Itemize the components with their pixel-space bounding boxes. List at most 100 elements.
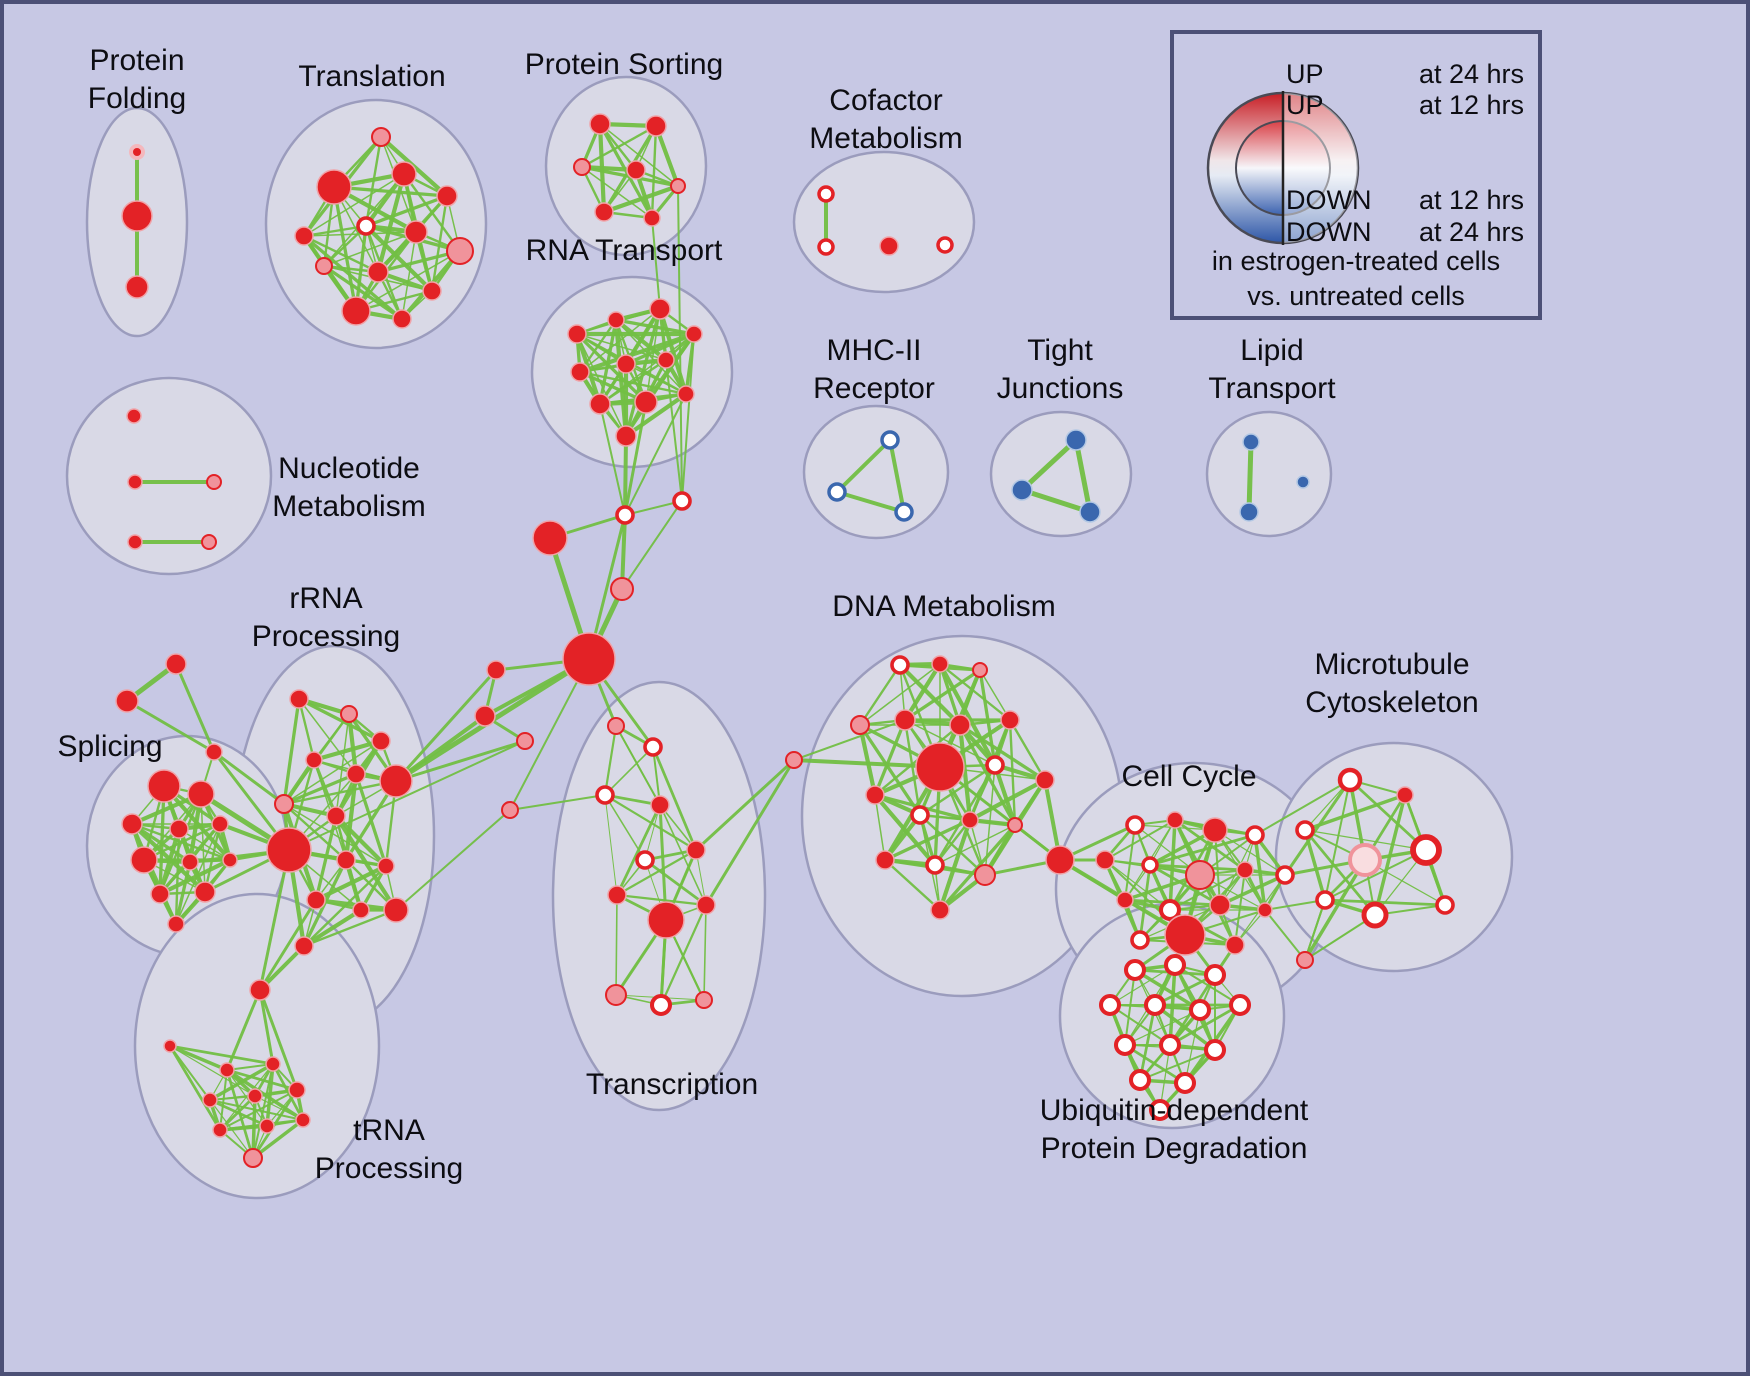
network-edge <box>1124 969 1136 1046</box>
network-edge <box>957 722 973 823</box>
network-node <box>404 220 428 244</box>
network-edge <box>601 183 681 215</box>
cluster-ellipse-mhc-ii-receptor <box>802 404 950 540</box>
network-edge <box>157 857 233 897</box>
network-node <box>532 520 568 556</box>
network-node <box>1188 998 1212 1022</box>
network-edge <box>1138 1003 1157 1082</box>
network-edge <box>657 306 689 397</box>
updown-color-scale-icon <box>1206 91 1360 245</box>
network-edge <box>978 668 997 767</box>
network-node <box>894 709 916 731</box>
legend-time-up-24: at 24 hrs <box>1418 59 1524 89</box>
network-node <box>567 324 587 344</box>
network-edge <box>311 738 384 763</box>
network-node <box>1185 860 1215 890</box>
network-node <box>1361 901 1389 929</box>
network-edge <box>897 662 963 728</box>
network-node <box>910 805 930 825</box>
network-node <box>165 653 187 675</box>
cluster-ellipse-trna-processing <box>133 892 381 1200</box>
network-node <box>1203 963 1227 987</box>
network-node <box>306 890 326 910</box>
network-node <box>1315 890 1335 910</box>
network-node <box>634 390 658 414</box>
network-edge <box>1254 779 1351 836</box>
network-node <box>1007 817 1023 833</box>
network-node <box>695 991 713 1009</box>
network-node <box>894 502 914 522</box>
network-edge <box>1323 898 1447 907</box>
network-edge <box>346 711 359 777</box>
network-edge <box>659 804 707 906</box>
legend-row-up-24: UP at 24 hrs <box>1286 59 1524 90</box>
network-edge <box>615 848 698 897</box>
network-node <box>1296 475 1310 489</box>
network-edge <box>904 719 996 766</box>
network-edge <box>297 697 383 743</box>
network-node <box>657 351 675 369</box>
network-edge <box>401 231 417 320</box>
network-node <box>265 1056 281 1072</box>
network-node <box>1158 1033 1182 1057</box>
network-edge <box>1124 1009 1201 1046</box>
network-edge <box>1304 914 1376 961</box>
network-edge <box>704 758 796 907</box>
network-edge <box>1168 1003 1242 1047</box>
network-edge <box>599 403 626 516</box>
network-edge <box>874 794 886 861</box>
network-edge <box>1104 819 1176 861</box>
network-edge <box>282 697 301 806</box>
network-node <box>187 780 215 808</box>
network-edge <box>643 858 708 907</box>
network-edge <box>283 740 382 805</box>
network-node <box>1141 856 1159 874</box>
network-node <box>605 984 627 1006</box>
network-edge <box>578 318 618 374</box>
network-node <box>169 819 189 839</box>
network-edge <box>793 719 906 761</box>
cluster-ellipse-protein-sorting <box>544 75 708 257</box>
legend: UP at 24 hrs UP at 12 hrs DOWN at 12 hrs… <box>1170 30 1542 320</box>
network-edge <box>212 750 286 806</box>
network-node <box>1163 953 1187 977</box>
network-edge <box>858 723 922 817</box>
network-node <box>607 885 627 905</box>
network-edge <box>615 893 708 907</box>
network-edge <box>298 698 357 775</box>
network-node <box>890 655 910 675</box>
network-node <box>1143 993 1167 1017</box>
network-edge <box>208 1062 275 1102</box>
network-edge <box>282 772 358 806</box>
network-node <box>289 689 309 709</box>
network-node <box>1045 845 1075 875</box>
network-node <box>1239 502 1259 522</box>
network-edge <box>623 434 628 517</box>
network-edge <box>1324 779 1351 901</box>
network-node <box>1202 817 1228 843</box>
network-node <box>670 178 686 194</box>
network-node <box>247 1088 263 1104</box>
network-node <box>880 430 900 450</box>
network-node <box>1098 993 1122 1017</box>
network-edge <box>615 725 661 806</box>
network-edge <box>169 1045 256 1097</box>
network-node <box>1236 861 1254 879</box>
network-edge <box>859 663 941 726</box>
network-node <box>125 275 149 299</box>
network-node <box>315 257 333 275</box>
network-edge <box>858 663 902 727</box>
network-node <box>206 474 222 490</box>
network-node <box>1011 479 1033 501</box>
network-node <box>127 474 143 490</box>
network-node <box>194 881 216 903</box>
network-node <box>1295 820 1315 840</box>
network-edge <box>835 438 892 494</box>
network-node <box>367 261 389 283</box>
network-edge <box>258 988 299 1092</box>
network-edge <box>1109 964 1176 1006</box>
network-edge <box>1133 968 1202 1012</box>
network-edge <box>703 904 707 1001</box>
network-edge <box>603 724 618 797</box>
network-edge <box>364 194 449 228</box>
